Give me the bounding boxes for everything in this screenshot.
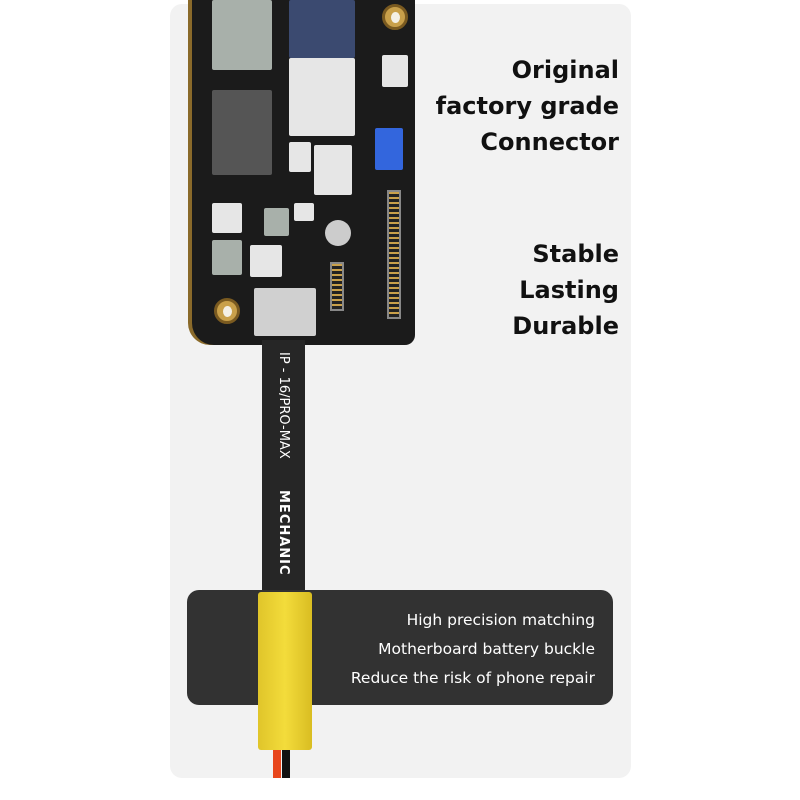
headline-line: Connector <box>480 128 619 156</box>
headline-line: Original <box>511 56 619 84</box>
black-wire <box>282 750 290 778</box>
headline-line: factory grade <box>435 92 619 120</box>
headline-line: Durable <box>512 312 619 340</box>
headline-line: Stable <box>532 240 619 268</box>
headline-line: Lasting <box>519 276 619 304</box>
feature-banner: High precision matching Motherboard batt… <box>187 590 613 705</box>
flex-cable <box>262 340 305 600</box>
circuit-board-image <box>192 0 415 345</box>
feature-text: Motherboard battery buckle <box>378 640 595 658</box>
feature-text: High precision matching <box>406 611 595 629</box>
yellow-sleeve <box>258 592 312 750</box>
headline-mid: Stable Lasting Durable <box>512 236 619 344</box>
cable-model-label: IP - 16/PRO-MAX <box>276 352 291 459</box>
feature-text: Reduce the risk of phone repair <box>350 669 595 687</box>
red-wire <box>273 750 281 778</box>
headline-top: Original factory grade Connector <box>436 52 619 160</box>
brand-logo: MECHANIC <box>276 490 291 576</box>
